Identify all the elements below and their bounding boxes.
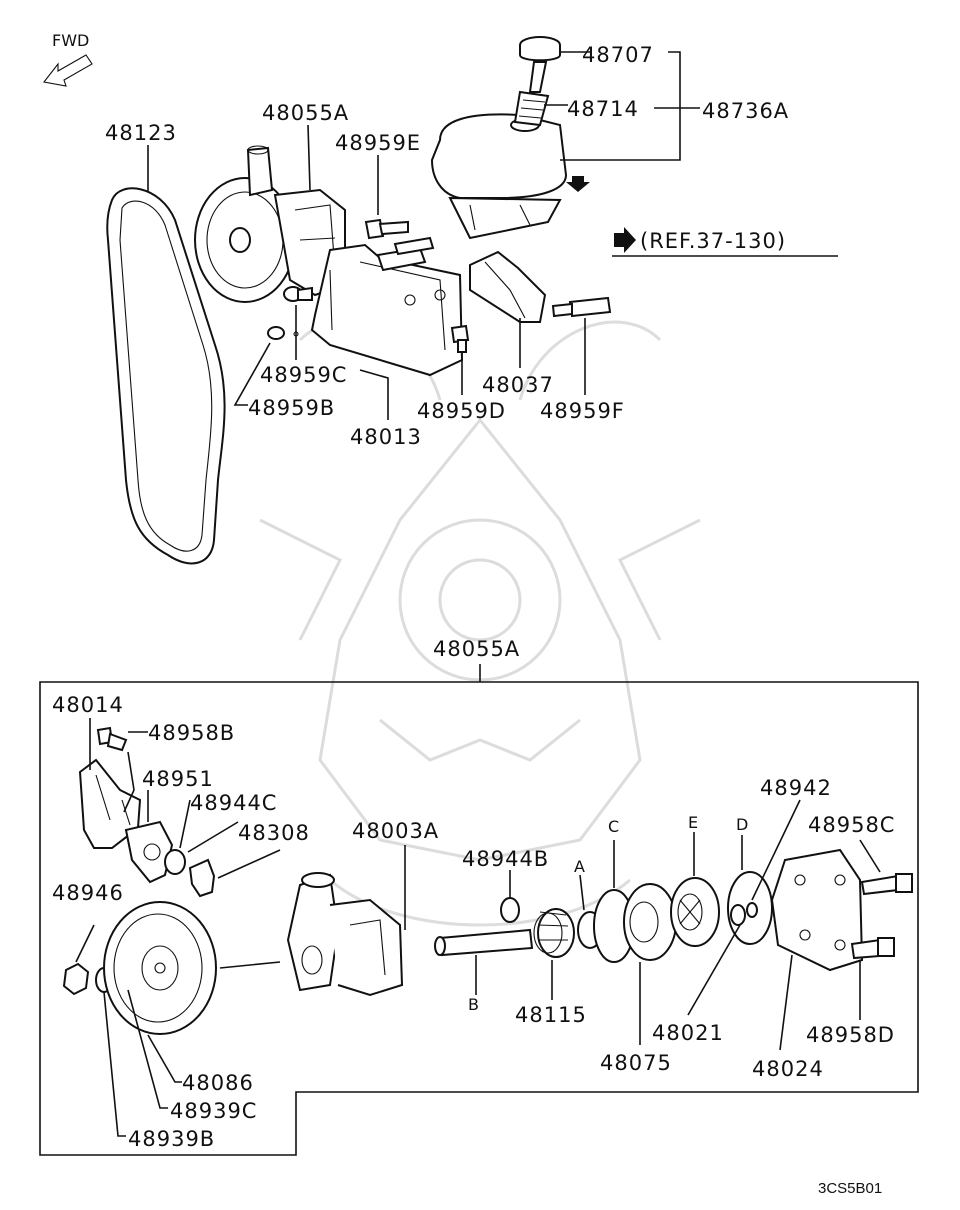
fwd-label: FWD [52, 31, 89, 50]
part-48021 [730, 904, 746, 926]
label-48939C: 48939C [170, 1099, 257, 1123]
label-48055A-detail: 48055A [433, 637, 520, 661]
label-48959C: 48959C [260, 363, 347, 387]
pump-pulley [194, 177, 296, 303]
bolt-48958D [850, 937, 895, 960]
label-48024: 48024 [752, 1057, 824, 1081]
label-48115: 48115 [515, 1003, 587, 1027]
label-48014: 48014 [52, 693, 124, 717]
bolt-48959E [364, 218, 409, 240]
label-48939B: 48939B [128, 1127, 215, 1151]
oring-48944B [500, 897, 520, 923]
label-48308: 48308 [238, 821, 310, 845]
label-48707: 48707 [582, 43, 654, 67]
bolt-48959D [450, 324, 470, 353]
label-48736A: 48736A [702, 99, 789, 123]
part-48942 [746, 902, 758, 918]
pump-bracket [310, 236, 464, 377]
pump-detail-box: 48055A [39, 637, 919, 1156]
label-48944B: 48944B [462, 847, 549, 871]
label-48075: 48075 [600, 1051, 672, 1075]
reservoir-cap [519, 36, 561, 93]
label-48951: 48951 [142, 767, 214, 791]
label-48946: 48946 [52, 881, 124, 905]
nut-48946 [62, 962, 90, 996]
drive-belt [106, 187, 226, 565]
pump-housing-48003A [286, 872, 404, 997]
bolt-48959B [267, 326, 299, 340]
shaft-B [434, 928, 534, 957]
label-48958D: 48958D [806, 1023, 895, 1047]
stud-48959F [551, 296, 612, 318]
marker-E: E [688, 813, 698, 832]
cover-48024 [770, 848, 864, 972]
fitting-48951 [124, 820, 174, 884]
label-48037: 48037 [482, 373, 554, 397]
label-48958B: 48958B [148, 721, 235, 745]
bolt-48958B [96, 726, 128, 752]
marker-B: B [468, 995, 479, 1014]
diagram-code: 3CS5B01 [818, 1180, 882, 1197]
reservoir-tank [430, 113, 568, 240]
marker-C: C [608, 817, 619, 836]
label-48959D: 48959D [417, 399, 506, 423]
label-48021: 48021 [652, 1021, 724, 1045]
label-48958C: 48958C [808, 813, 895, 837]
label-48942: 48942 [760, 776, 832, 800]
label-48714: 48714 [567, 97, 639, 121]
label-48086: 48086 [182, 1071, 254, 1095]
rotor-48115 [533, 908, 575, 958]
ref-arrow-icon [614, 227, 636, 253]
bolt-48958C [860, 873, 913, 896]
marker-D: D [736, 815, 748, 834]
ref-label: (REF.37-130) [640, 229, 786, 253]
sensor-48308 [188, 858, 216, 898]
marker-A: A [574, 857, 585, 876]
pulley-48086 [103, 901, 217, 1035]
label-48944C: 48944C [190, 791, 277, 815]
fwd-arrow-icon [43, 54, 93, 87]
oring-48944C [164, 849, 186, 875]
label-48959F: 48959F [540, 399, 625, 423]
top-assembly: (REF.37-130) 48707 48714 48736A 48123 48… [105, 36, 838, 565]
fwd-indicator: FWD [43, 31, 93, 87]
cam-ring-48075 [623, 883, 677, 961]
label-48003A: 48003A [352, 819, 439, 843]
label-48959E: 48959E [335, 131, 421, 155]
label-48013: 48013 [350, 425, 422, 449]
down-arrow-icon [566, 176, 590, 192]
label-48123: 48123 [105, 121, 177, 145]
bolt-48959C [283, 286, 313, 302]
plate-E [670, 877, 720, 947]
label-48055A-top: 48055A [262, 101, 349, 125]
label-48959B: 48959B [248, 396, 335, 420]
